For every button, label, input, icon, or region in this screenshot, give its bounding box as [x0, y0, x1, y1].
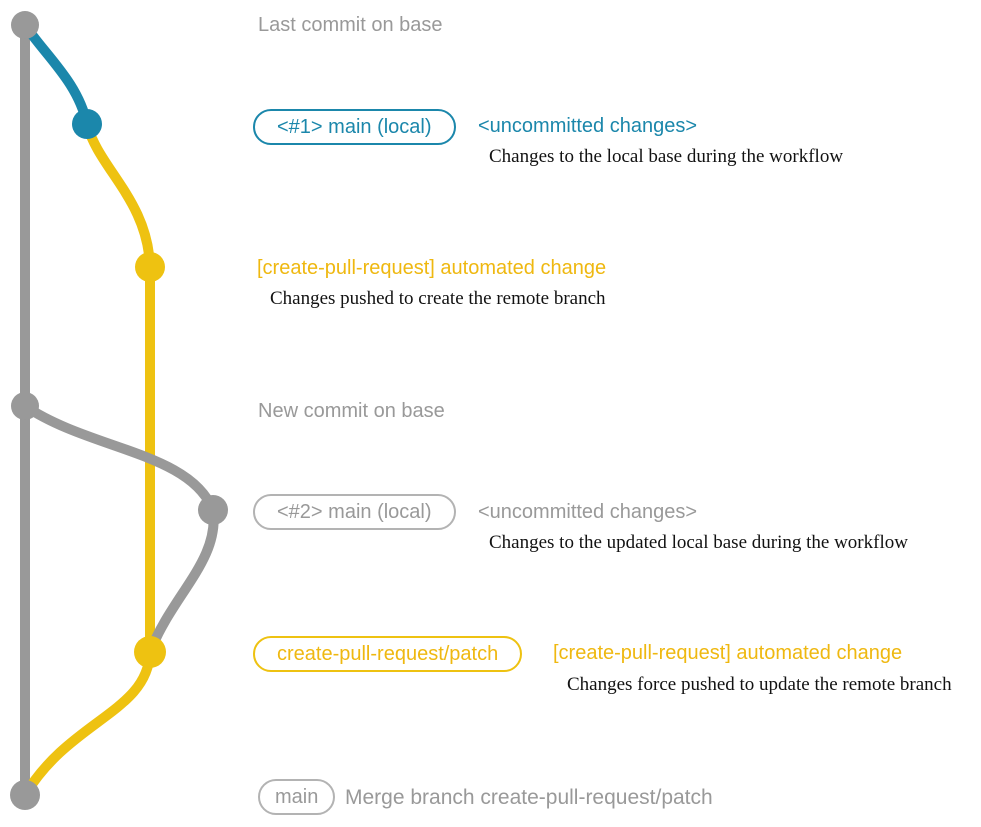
branch-badge-main-local-2-label: <#2> main (local) — [277, 500, 432, 523]
commit-node-new-commit-on-base — [11, 392, 39, 420]
title-uncommitted-changes-1: <uncommitted changes> — [478, 115, 698, 137]
branch-badge-main-local-1-label: <#1> main (local) — [277, 115, 432, 138]
commit-node-automated-change — [135, 252, 165, 282]
commit-node-local-main-2 — [198, 495, 228, 525]
edge-base-to-local-main-1 — [20, 20, 92, 129]
branch-badge-main: main — [258, 779, 336, 815]
commit-node-last-commit-on-base — [11, 11, 39, 39]
branch-badge-main-local-1: <#1> main (local) — [253, 109, 456, 145]
title-automated-change-2: [create-pull-request] automated change — [553, 642, 903, 664]
desc-uncommitted-changes-2: Changes to the updated local base during… — [489, 532, 908, 553]
branch-badge-main-local-2: <#2> main (local) — [253, 494, 456, 530]
commit-node-patch-branch — [134, 636, 166, 668]
branch-badge-patch: create-pull-request/patch — [253, 636, 523, 672]
title-automated-change-1: [create-pull-request] automated change — [257, 257, 607, 279]
title-uncommitted-changes-2: <uncommitted changes> — [478, 501, 698, 523]
edge-local-main-1-to-automated-change — [82, 119, 155, 272]
label-last-commit-on-base: Last commit on base — [258, 14, 443, 36]
desc-automated-change-1: Changes pushed to create the remote bran… — [270, 288, 606, 309]
edge-patch-commit-to-merge — [20, 647, 155, 800]
desc-uncommitted-changes-1: Changes to the local base during the wor… — [489, 146, 844, 167]
branch-badge-main-label: main — [275, 785, 319, 808]
edge-new-commit-to-local-main-2 — [20, 401, 218, 515]
commit-node-merge — [10, 780, 40, 810]
desc-automated-change-2: Changes force pushed to update the remot… — [567, 674, 952, 695]
label-new-commit-on-base: New commit on base — [258, 400, 445, 422]
commit-node-local-main-1 — [72, 109, 102, 139]
branch-badge-patch-label: create-pull-request/patch — [277, 642, 499, 665]
edge-local-main-2-to-patch-commit — [145, 505, 219, 657]
title-merge-branch: Merge branch create-pull-request/patch — [345, 786, 713, 809]
